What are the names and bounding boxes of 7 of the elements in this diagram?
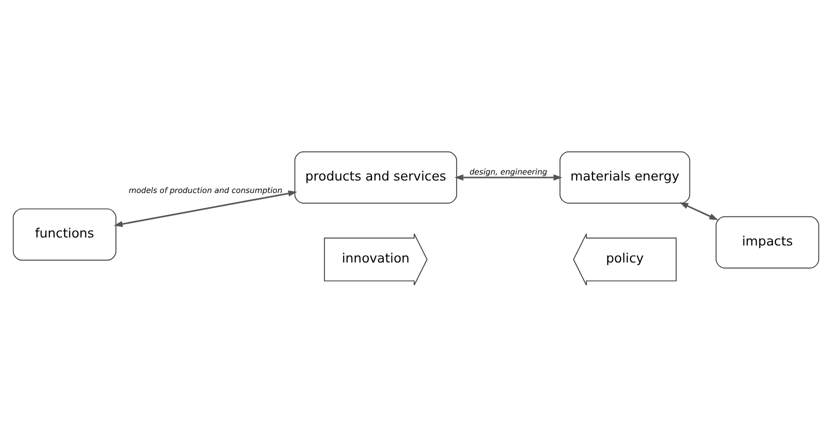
node-box: products and services — [294, 150, 458, 204]
node-box: functions — [12, 208, 116, 260]
arrow — [679, 202, 718, 220]
arrow — [114, 190, 298, 227]
node-box: materials energy — [560, 150, 690, 204]
node-box: impacts — [716, 216, 820, 268]
arrow — [454, 174, 562, 180]
